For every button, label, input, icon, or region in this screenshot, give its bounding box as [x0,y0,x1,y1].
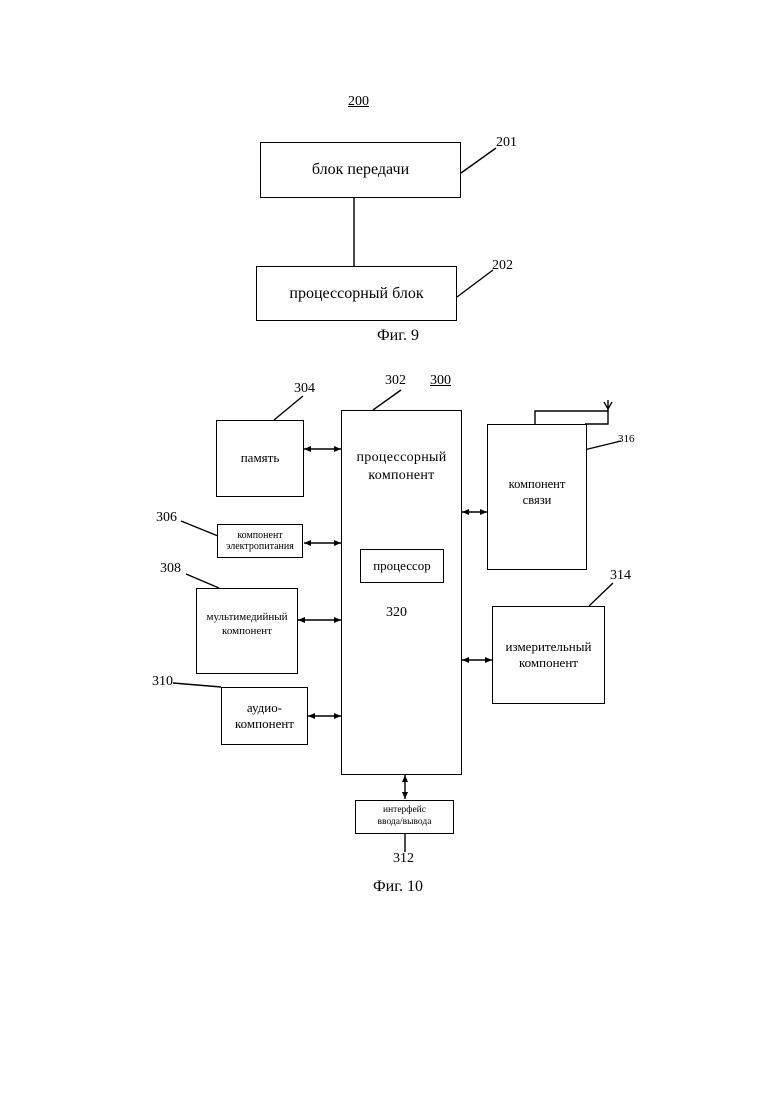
communication-block: компонент связи [487,424,587,570]
ref-302: 302 [385,374,406,388]
communication-label: компонент связи [509,477,566,508]
power-label: компонент электропитания [226,530,294,553]
caption-fig10: Фиг. 10 [373,879,423,895]
leader-314 [589,583,613,606]
ref-316: 316 [618,434,635,445]
memory-label: память [241,450,280,466]
processor-block-label: процессорный блок [289,284,423,304]
io-interface-block: интерфейс ввода/вывода [355,800,454,834]
ref-200: 200 [348,95,369,109]
caption-fig9: Фиг. 9 [377,328,419,344]
sensor-label: измерительный компонент [506,639,592,672]
audio-label: аудио- компонент [235,700,294,733]
sensor-block: измерительный компонент [492,606,605,704]
antenna-line [535,411,608,424]
leader-310 [173,683,221,687]
leader-308 [186,574,219,588]
processor-label: процессор [373,558,431,574]
leader-202 [457,270,493,297]
ref-304: 304 [294,382,315,396]
processor-component: процессорный компонент [341,410,462,775]
ref-308: 308 [160,562,181,576]
audio-block: аудио- компонент [221,687,308,745]
power-block: компонент электропитания [217,524,303,558]
leader-302 [373,390,401,410]
ref-202: 202 [492,259,513,273]
leader-201 [461,148,496,173]
processor-block: процессорный блок [256,266,457,321]
ref-306: 306 [156,511,177,525]
transmit-block: блок передачи [260,142,461,198]
leader-304 [274,396,303,420]
processor-component-label: процессорный компонент [357,449,447,484]
ref-314: 314 [610,569,631,583]
leader-306 [181,521,218,536]
ref-310: 310 [152,675,173,689]
multimedia-block: мультимедийный компонент [196,588,298,674]
ref-320: 320 [386,606,407,620]
io-interface-label: интерфейс ввода/вывода [378,805,432,829]
multimedia-label: мультимедийный компонент [207,611,288,639]
transmit-block-label: блок передачи [312,160,409,180]
ref-300: 300 [430,374,451,388]
processor: процессор [360,549,444,583]
memory-block: память [216,420,304,497]
ref-201: 201 [496,136,517,150]
leader-316 [584,441,621,450]
ref-312: 312 [393,852,414,866]
